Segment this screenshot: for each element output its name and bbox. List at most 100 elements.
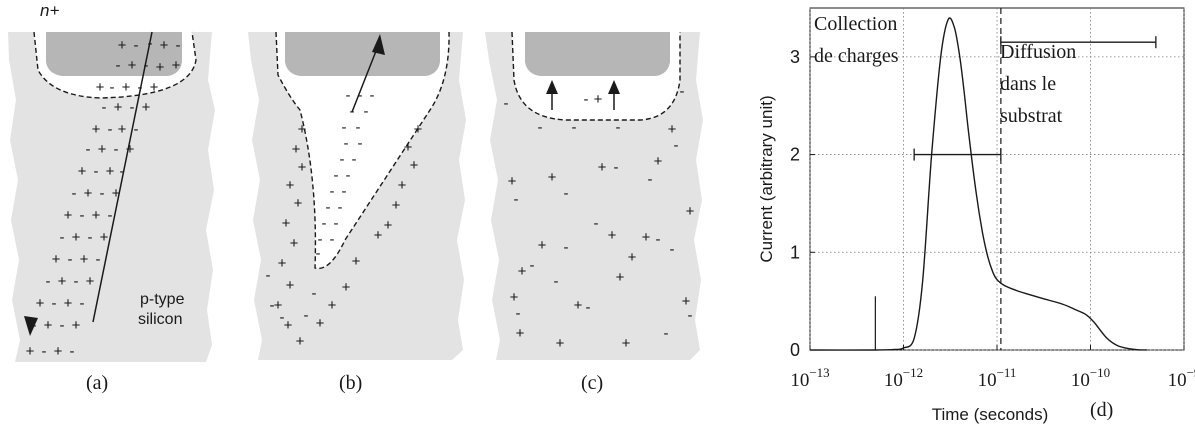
hole-charge: + bbox=[516, 325, 525, 342]
hole-charge: + bbox=[668, 121, 677, 138]
electron-charge: - bbox=[322, 215, 327, 232]
hole-charge: + bbox=[508, 173, 517, 190]
charge-carriers: ----------------------++++++++++++++++++… bbox=[266, 87, 423, 350]
panel-a: n+ p-type silicon (a) bbox=[8, 1, 215, 394]
x-tick-label: 10−12 bbox=[884, 365, 923, 391]
n-plus-contact bbox=[46, 32, 182, 76]
electron-charge: - bbox=[312, 285, 317, 302]
hole-charge: + bbox=[118, 121, 127, 138]
hole-charge: + bbox=[328, 297, 337, 314]
hole-charge: + bbox=[72, 229, 81, 246]
electron-charge: - bbox=[516, 305, 521, 322]
drift-arrow bbox=[351, 45, 379, 113]
hole-charge: + bbox=[118, 37, 127, 54]
electron-charge: - bbox=[116, 57, 121, 74]
annotation-text: Collection bbox=[814, 13, 897, 35]
electron-charge: - bbox=[514, 191, 519, 208]
electron-charge: - bbox=[130, 99, 135, 116]
hole-charge: + bbox=[686, 203, 695, 220]
hole-charge: + bbox=[296, 333, 305, 350]
hole-charge: + bbox=[72, 317, 81, 334]
electron-charge: - bbox=[594, 215, 599, 232]
electron-charge: - bbox=[530, 257, 535, 274]
electron-charge: - bbox=[338, 199, 343, 216]
y-tick-label: 3 bbox=[790, 47, 800, 67]
annotation-text: Diffusion bbox=[1000, 41, 1076, 63]
electron-charge: - bbox=[134, 121, 139, 138]
electron-charge: - bbox=[664, 325, 669, 342]
hole-charge: + bbox=[642, 229, 651, 246]
electron-charge: - bbox=[370, 87, 375, 104]
hole-charge: + bbox=[682, 293, 691, 310]
electron-charge: - bbox=[564, 185, 569, 202]
x-tick-label: 10−11 bbox=[978, 365, 1017, 391]
hole-charge: + bbox=[126, 141, 135, 158]
substrate-region bbox=[8, 32, 215, 362]
electron-charge: - bbox=[108, 207, 113, 224]
electron-charge: - bbox=[88, 229, 93, 246]
hole-charge: + bbox=[594, 91, 603, 108]
electron-charge: - bbox=[346, 87, 351, 104]
charge-carriers: +--+--+-+++-+-+-+-++-+--+-++-+--+-++-+--… bbox=[26, 35, 181, 360]
electron-charge: - bbox=[554, 273, 559, 290]
electron-charge: - bbox=[334, 167, 339, 184]
electron-charge: - bbox=[364, 103, 369, 120]
caption-a: (a) bbox=[86, 372, 108, 394]
hole-charge: + bbox=[384, 217, 393, 234]
electron-charge: - bbox=[96, 251, 101, 268]
caption-c: (c) bbox=[581, 372, 603, 394]
hole-charge: + bbox=[298, 121, 307, 138]
electron-charge: - bbox=[656, 231, 661, 248]
hole-charge: + bbox=[52, 251, 61, 268]
electron-charge: - bbox=[114, 141, 119, 158]
hole-charge: + bbox=[284, 317, 293, 334]
hole-charge: + bbox=[172, 57, 181, 74]
hole-charge: + bbox=[286, 277, 295, 294]
hole-charge: + bbox=[392, 197, 401, 214]
depletion-region bbox=[276, 32, 450, 269]
arrow-head bbox=[608, 80, 620, 94]
hole-charge: + bbox=[548, 169, 557, 186]
hole-charge: + bbox=[374, 227, 383, 244]
hole-charge: + bbox=[156, 59, 165, 76]
arrow-head bbox=[546, 80, 558, 94]
annotation-text: substrat bbox=[1000, 105, 1063, 127]
hole-charge: + bbox=[80, 251, 89, 268]
hole-charge: + bbox=[106, 163, 115, 180]
hole-charge: + bbox=[622, 335, 631, 352]
x-tick-label: 10−10 bbox=[1071, 365, 1110, 391]
hole-charge: + bbox=[36, 295, 45, 312]
hole-charge: + bbox=[128, 57, 137, 74]
electron-charge: - bbox=[134, 37, 139, 54]
hole-charge: + bbox=[574, 297, 583, 314]
electron-charge: - bbox=[350, 103, 355, 120]
hole-charge: + bbox=[556, 335, 565, 352]
electron-charge: - bbox=[342, 183, 347, 200]
n-plus-contact bbox=[525, 32, 670, 76]
hole-charge: + bbox=[54, 343, 63, 360]
hole-charge: + bbox=[92, 207, 101, 224]
hole-charge: + bbox=[98, 141, 107, 158]
hole-charge: + bbox=[286, 177, 295, 194]
charge-carriers: -+---+---+-+-++--+-++-+--++--++-+-+-+++- bbox=[504, 83, 695, 352]
hole-charge: + bbox=[352, 253, 361, 270]
electron-charge: - bbox=[356, 119, 361, 136]
hole-charge: + bbox=[160, 37, 169, 54]
electron-charge: - bbox=[334, 215, 339, 232]
hole-charge: + bbox=[78, 163, 87, 180]
depletion-boundary bbox=[275, 31, 450, 270]
hole-charge: + bbox=[142, 99, 151, 116]
chart-grid bbox=[809, 8, 1185, 351]
caption-b: (b) bbox=[339, 372, 362, 394]
electron-charge: - bbox=[330, 183, 335, 200]
hole-charge: + bbox=[410, 157, 419, 174]
electron-charge: - bbox=[584, 91, 589, 108]
series-line bbox=[809, 17, 1147, 351]
electron-charge: - bbox=[46, 273, 51, 290]
hole-charge: + bbox=[64, 207, 73, 224]
electron-charge: - bbox=[330, 231, 335, 248]
hole-charge: + bbox=[414, 121, 423, 138]
electron-charge: - bbox=[340, 151, 345, 168]
